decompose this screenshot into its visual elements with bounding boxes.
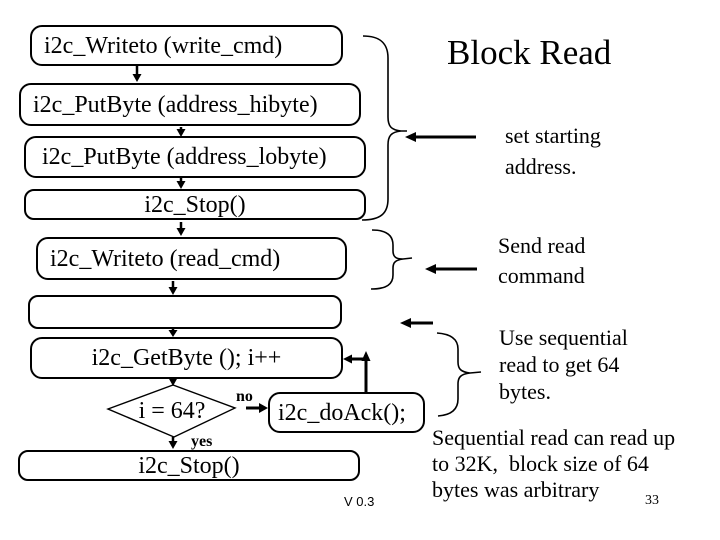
box-label: i2c_GetByte (); i++: [91, 345, 282, 371]
box-empty: [28, 295, 342, 329]
box-i2c-doack: i2c_doAck();: [268, 392, 425, 433]
box-label: i2c_Stop(): [138, 452, 240, 479]
box-i2c-writeto-write-cmd: i2c_Writeto (write_cmd): [30, 25, 343, 66]
box-label: i2c_PutByte (address_lobyte): [42, 144, 327, 170]
annotation-use-sequential-read: Use sequential read to get 64 bytes.: [499, 325, 628, 404]
box-label: i2c_PutByte (address_hibyte): [33, 91, 318, 118]
box-i2c-putbyte-address-hibyte: i2c_PutByte (address_hibyte): [19, 83, 361, 126]
annotation-sequential-note: Sequential read can read up to 32K, bloc…: [432, 425, 676, 502]
brace-set-address: [361, 35, 407, 221]
annotation-set-starting-address: set starting address.: [505, 123, 601, 179]
brace-sequential: [436, 332, 482, 417]
box-label: i2c_Writeto (read_cmd): [50, 245, 281, 272]
box-label: i2c_Stop(): [144, 191, 246, 218]
slide-title: Block Read: [447, 33, 612, 72]
brace-send-read: [370, 229, 413, 290]
box-label: i2c_Writeto (write_cmd): [44, 32, 283, 59]
loop-return-arrow: [343, 351, 371, 392]
box-i2c-getbyte: i2c_GetByte (); i++: [30, 337, 343, 379]
box-label: i2c_doAck();: [278, 399, 406, 426]
branch-label-yes: yes: [191, 433, 213, 450]
version-label: V 0.3: [344, 494, 375, 509]
branch-label-no: no: [236, 388, 253, 405]
box-i2c-writeto-read-cmd: i2c_Writeto (read_cmd): [36, 237, 347, 280]
box-i2c-putbyte-address-lobyte: i2c_PutByte (address_lobyte): [24, 136, 366, 178]
annotation-send-read-command: Send read command: [498, 233, 586, 288]
page-number: 33: [645, 493, 659, 508]
annotation-arrows: [400, 132, 477, 328]
box-i2c-stop-2: i2c_Stop(): [18, 450, 360, 481]
decision-label: i = 64?: [138, 397, 206, 424]
arrow-left-icon: [343, 354, 352, 364]
box-i2c-stop-1: i2c_Stop(): [24, 189, 366, 220]
arrow-up-icon: [361, 351, 371, 361]
